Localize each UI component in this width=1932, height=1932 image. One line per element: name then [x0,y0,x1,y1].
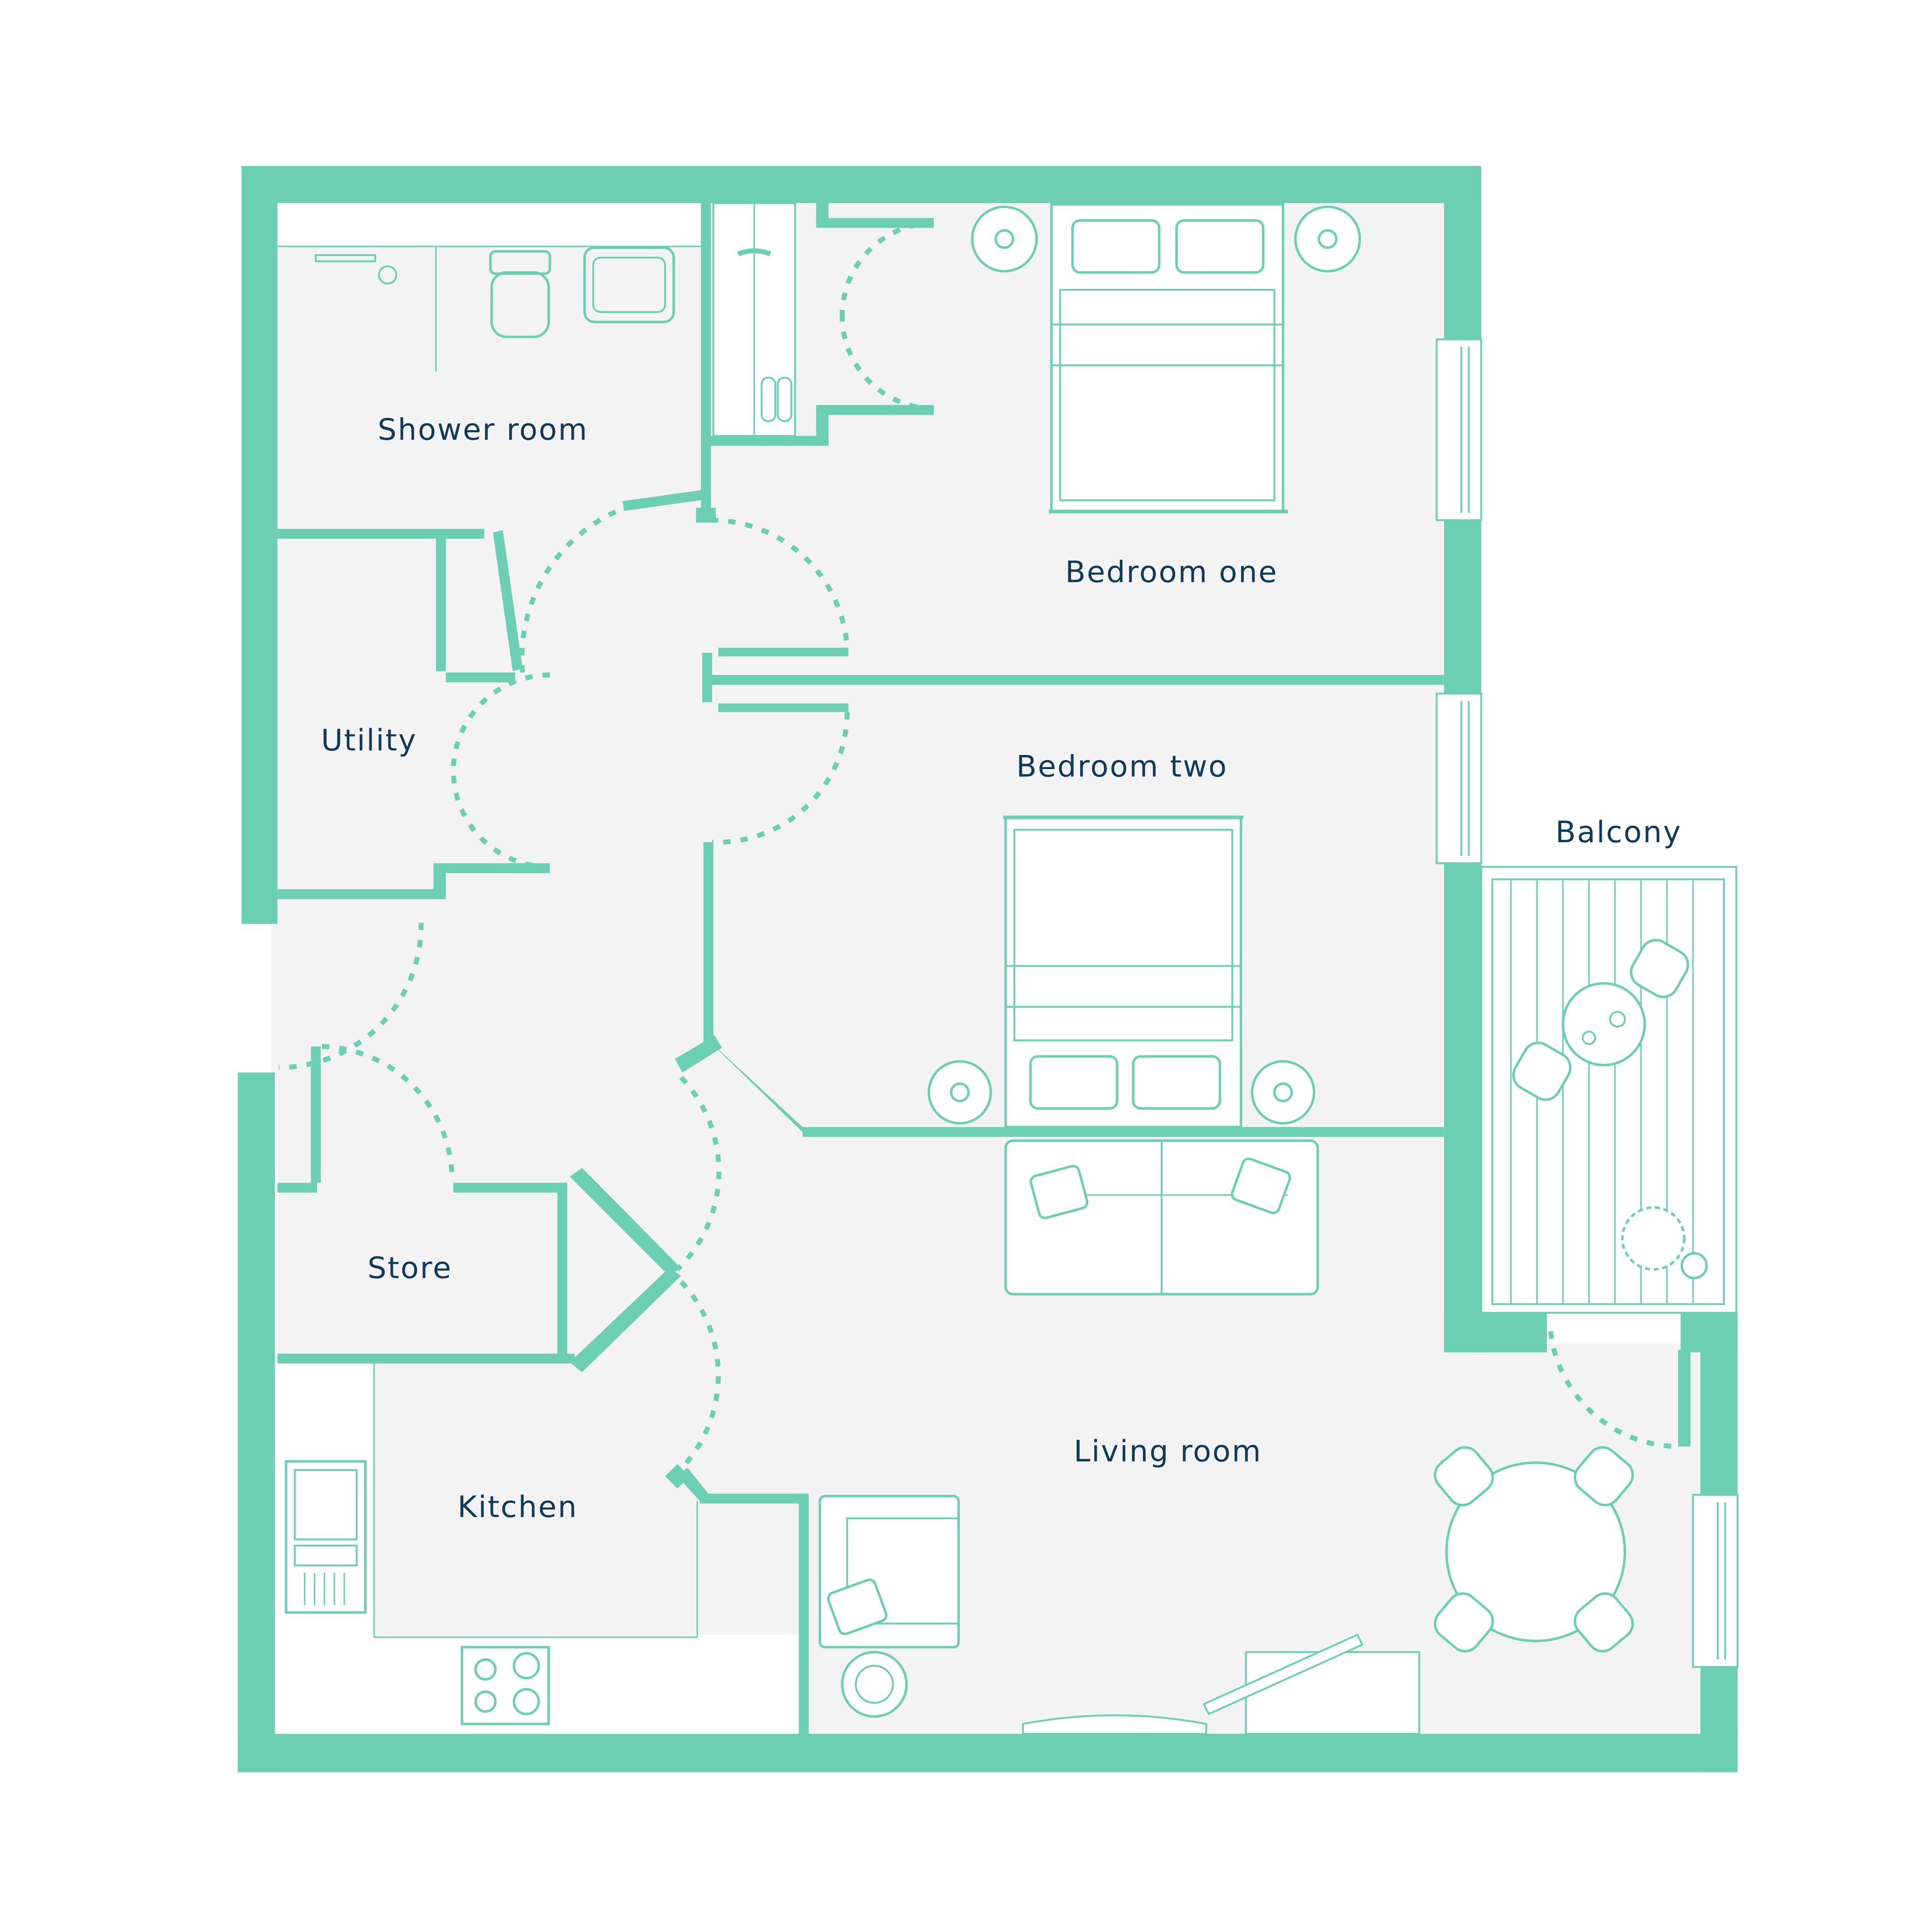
bedroom-two-label: Bedroom two [1016,749,1228,784]
toilet-icon [489,250,551,338]
kitchen-label: Kitchen [457,1490,578,1525]
room-labels: Shower room Bedroom one Bedroom two Util… [321,412,1682,1525]
utility-label: Utility [321,723,417,758]
door-swing-icon [278,220,1681,1473]
shower-room-label: Shower room [377,412,588,447]
balcony-table-icon [1561,982,1646,1067]
kitchen-counter [373,1362,698,1638]
bed-icon [1003,815,1244,1128]
balcony-label: Balcony [1555,815,1682,849]
tv-icon [1022,1634,1420,1735]
wardrobe [712,202,796,437]
hob-icon [461,1646,550,1725]
plant-icon [1621,1206,1708,1280]
balcony-chair-icon [1512,939,1689,1101]
sink-icon [583,246,675,323]
bed-icon [1049,203,1288,514]
armchair-icon [819,1495,960,1718]
living-room-label: Living room [1074,1434,1262,1469]
sink-icon [285,1460,367,1614]
balcony [1480,866,1738,1314]
window-icon [1435,338,1739,1668]
lamp-icon [971,205,1361,273]
lamp-icon [927,1060,1316,1125]
bedroom-one-label: Bedroom one [1065,555,1278,589]
store-label: Store [368,1251,452,1286]
sofa-icon [1004,1139,1319,1296]
walls [238,166,1738,1773]
dining-table-icon [1434,1446,1634,1653]
